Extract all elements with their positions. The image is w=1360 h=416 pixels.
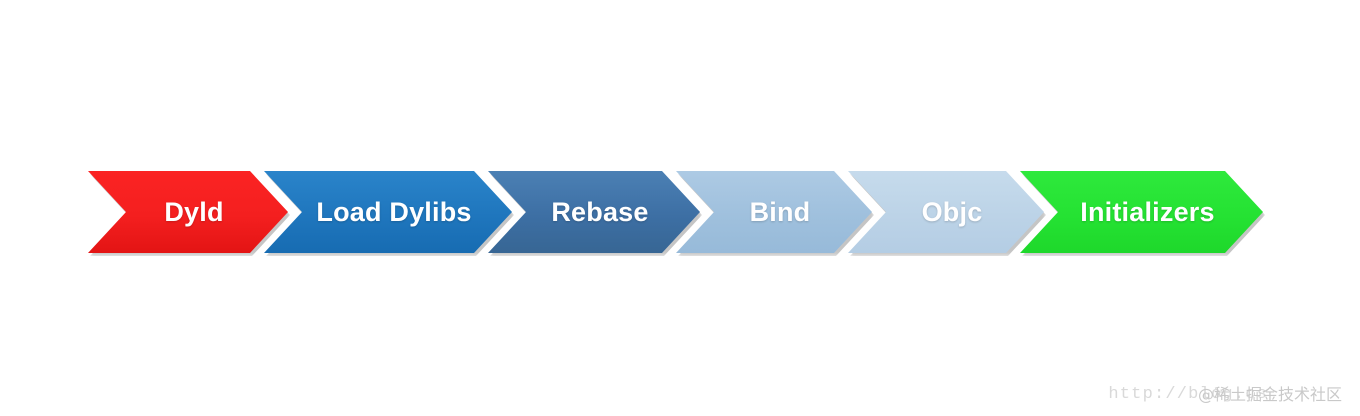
- process-step-objc[interactable]: Objc: [848, 171, 1044, 253]
- watermark-brand: @稀土掘金技术社区: [1197, 385, 1342, 404]
- process-step-rebase[interactable]: Rebase: [488, 171, 700, 253]
- process-step-label: Initializers: [1080, 196, 1215, 227]
- watermark-url: http://blog.cs: [1108, 385, 1268, 404]
- process-step-dyld[interactable]: Dyld: [88, 171, 288, 253]
- process-step-initializers[interactable]: Initializers: [1020, 171, 1263, 253]
- process-step-label: Bind: [749, 196, 811, 227]
- process-step-label: Rebase: [551, 196, 649, 227]
- process-step-label: Dyld: [164, 196, 224, 227]
- process-step-label: Objc: [921, 196, 983, 227]
- process-step-bind[interactable]: Bind: [676, 171, 872, 253]
- process-flow-diagram: Dyld Load Dylibs Rebase Bind Objc Initia…: [88, 171, 1263, 253]
- process-step-load-dylibs[interactable]: Load Dylibs: [264, 171, 512, 253]
- process-step-label: Load Dylibs: [316, 196, 472, 227]
